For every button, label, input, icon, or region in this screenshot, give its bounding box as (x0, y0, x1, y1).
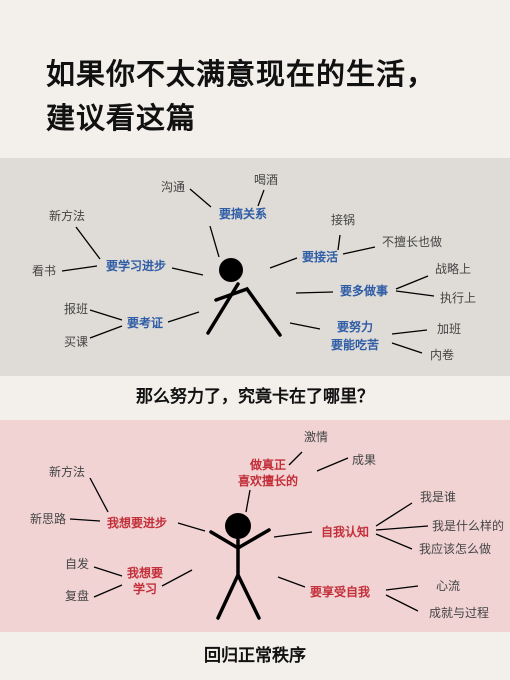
mindmap-panel-struggle (0, 158, 510, 376)
leaf-self-c: 我应该怎么做 (419, 541, 491, 556)
section1-connectors (61, 188, 435, 354)
branch-cert: 要考证 (127, 315, 163, 330)
branch-effort-line2: 要能吃苦 (331, 337, 379, 352)
caption-struggle: 那么努力了，究竟卡在了哪里？ (136, 387, 374, 407)
leaf-learn-b: 复盘 (65, 588, 89, 603)
standing-figure (209, 513, 271, 620)
branch-study: 要学习进步 (106, 258, 166, 273)
title-line-1: 如果你不太满意现在的生活， (46, 57, 437, 91)
branch-self: 自我认知 (321, 524, 369, 539)
leaf-relations-a: 沟通 (161, 180, 185, 194)
branch-enjoy: 要享受自我 (310, 584, 370, 599)
leaf-take-b: 不擅长也做 (382, 234, 442, 249)
leaf-cert-b: 买课 (64, 335, 88, 349)
leaf-progress-a: 新方法 (49, 464, 85, 479)
leaf-effort-b: 内卷 (430, 347, 454, 362)
leaf-enjoy-a: 心流 (436, 579, 460, 593)
leaf-progress-b: 新思路 (30, 511, 66, 526)
branch-strength-line2: 喜欢擅长的 (238, 473, 298, 488)
leaf-more-a: 战略上 (435, 261, 471, 276)
figure-body (206, 282, 282, 337)
section2-connectors (69, 451, 429, 612)
leaf-self-a: 我是谁 (420, 490, 456, 504)
branch-learn-line2: 学习 (133, 581, 157, 596)
leaf-take-a: 接锅 (331, 212, 355, 227)
page-title: 如果你不太满意现在的生活， 建议看这篇 (46, 52, 436, 140)
leaf-study-b: 看书 (32, 264, 56, 278)
figure-head (219, 258, 243, 282)
branch-take: 要接活 (302, 249, 338, 264)
leaf-cert-a: 报班 (64, 301, 88, 316)
figure-head (225, 513, 251, 539)
leaf-strength-b: 成果 (352, 453, 376, 467)
leaf-learn-a: 自发 (65, 556, 89, 571)
branch-more: 要多做事 (340, 283, 388, 298)
title-line-2: 建议看这篇 (46, 101, 197, 135)
section2-labels: 做真正 喜欢擅长的 激情 成果 我想要进步 新方法 新思路 自我认知 我是谁 我… (30, 430, 504, 620)
branch-progress: 我想要进步 (107, 515, 167, 530)
crouched-figure (206, 258, 282, 337)
branch-effort-line1: 要努力 (337, 319, 373, 334)
branch-learn-line1: 我想要 (127, 565, 163, 580)
leaf-more-b: 执行上 (440, 291, 476, 305)
caption-order: 回归正常秩序 (204, 646, 306, 666)
leaf-strength-a: 激情 (304, 430, 328, 444)
leaf-study-a: 新方法 (49, 208, 85, 223)
section1-labels: 要搞关系 沟通 喝酒 要学习进步 新方法 看书 要接活 接锅 不擅长也做 要多做… (32, 173, 476, 362)
figure-body (209, 528, 271, 620)
leaf-self-b: 我是什么样的 (432, 518, 504, 533)
leaf-effort-a: 加班 (437, 322, 461, 336)
branch-strength-line1: 做真正 (249, 457, 286, 472)
leaf-relations-b: 喝酒 (254, 173, 278, 187)
leaf-enjoy-b: 成就与过程 (429, 605, 489, 620)
branch-relations: 要搞关系 (219, 206, 267, 221)
